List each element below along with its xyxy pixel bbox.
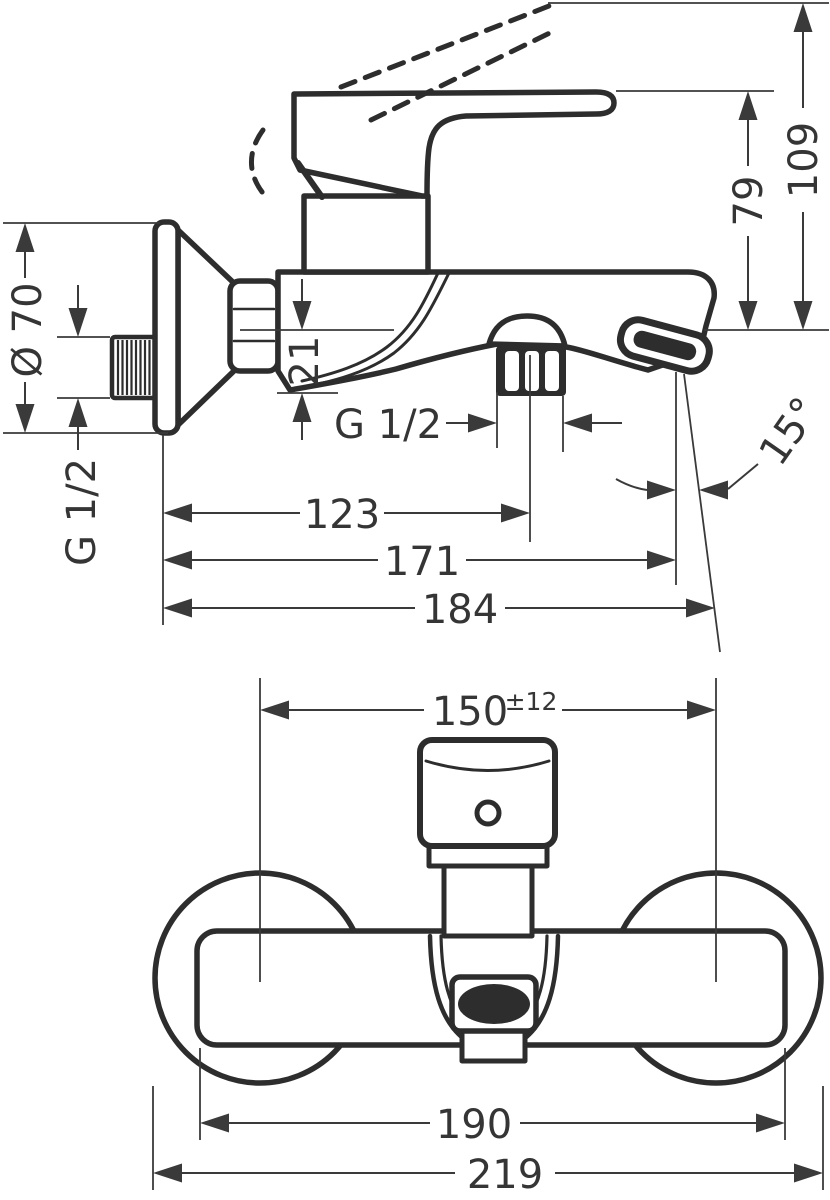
dim-wall-thread: G 1/2 — [59, 285, 105, 566]
dim-escutcheon-diameter: Ø 70 — [5, 223, 51, 433]
extension-lines-side — [3, 2, 829, 653]
dim-reach-184: 184 — [163, 587, 715, 633]
dim-label-height-79: 79 — [726, 176, 772, 227]
dim-label-reach-123: 123 — [304, 492, 380, 538]
hex-nut — [227, 278, 281, 374]
handle-pivot-wedge — [295, 160, 325, 200]
handle-neck — [441, 859, 535, 939]
dim-label-connection-distance: 150 — [432, 689, 508, 735]
knob-top-curve — [424, 759, 551, 772]
spout-aerator — [616, 316, 713, 375]
dim-label-shower-outlet-thread: G 1/2 — [334, 402, 442, 448]
dim-spout-angle: 15° — [615, 389, 829, 500]
front-view: 150 ±12 190 219 — [152, 678, 824, 1198]
dim-shower-outlet-thread: G 1/2 — [334, 402, 622, 448]
dim-reach-123: 123 — [163, 492, 530, 538]
escutcheon-plate — [152, 219, 181, 436]
dim-label-reach-171: 171 — [384, 539, 460, 585]
wall-thread-nipple — [109, 334, 161, 401]
body-inner-curve-2 — [300, 271, 440, 383]
dim-label-spout-angle: 15° — [751, 389, 829, 473]
dim-connection-distance: 150 ±12 — [260, 687, 716, 735]
cartridge-block — [301, 193, 431, 275]
side-view: Ø 70 G 1/2 21 G 1/2 — [3, 2, 829, 653]
dim-height-79: 79 — [726, 91, 772, 330]
shower-outlet-thread — [496, 346, 566, 396]
lever-handle — [291, 89, 617, 199]
handle-raised-dashed — [249, 3, 561, 201]
dim-reach-171: 171 — [163, 539, 676, 585]
dim-height-109: 109 — [781, 3, 827, 330]
dim-label-connection-tolerance: ±12 — [505, 687, 558, 716]
dim-overall-width: 219 — [153, 1152, 823, 1198]
handle-knob — [417, 737, 558, 849]
dim-label-wall-thread: G 1/2 — [59, 458, 105, 566]
spout-aerator-front — [458, 984, 530, 1024]
dim-outlet-offset: 21 — [282, 279, 328, 440]
body-inner-curve — [302, 271, 451, 389]
dim-label-height-109: 109 — [781, 122, 827, 198]
dim-label-reach-184: 184 — [422, 587, 498, 633]
dim-body-width: 190 — [200, 1102, 785, 1148]
dim-label-escutcheon-diameter: Ø 70 — [5, 282, 51, 377]
extension-lines-front — [152, 678, 824, 1190]
dim-label-overall-width: 219 — [467, 1152, 543, 1198]
dim-label-outlet-offset: 21 — [282, 336, 328, 387]
shower-outlet-dome — [486, 313, 568, 349]
knob-dot — [474, 799, 502, 827]
spout-front — [427, 933, 561, 1064]
dim-label-body-width: 190 — [436, 1102, 512, 1148]
spout-lower-block — [459, 1028, 528, 1064]
